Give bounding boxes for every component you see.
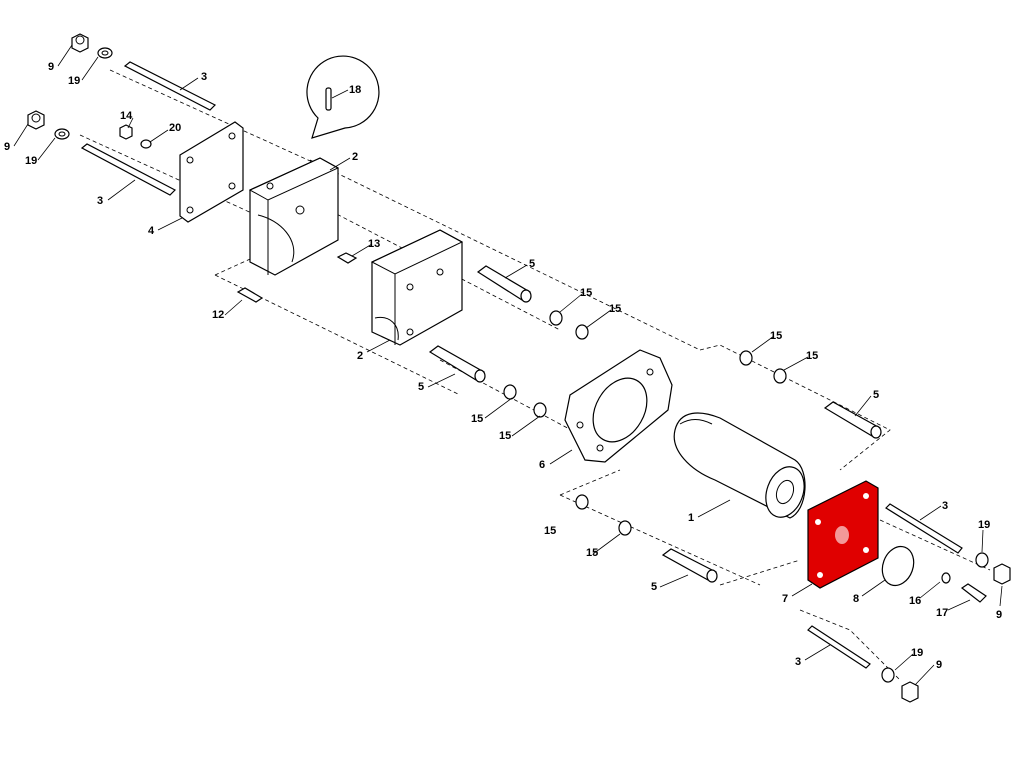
callout-15: 15 (586, 547, 598, 559)
washers-15 (503, 310, 787, 536)
callout-15: 15 (580, 287, 592, 299)
callout-9: 9 (936, 659, 942, 671)
callout-17: 17 (936, 607, 948, 619)
callout-8: 8 (853, 593, 859, 605)
callout-19: 19 (911, 647, 923, 659)
callout-5: 5 (651, 581, 657, 593)
part-bracket-2-upper[interactable] (248, 157, 340, 276)
callout-2: 2 (352, 151, 358, 163)
part-spacer-5-b[interactable] (428, 345, 486, 383)
part-rod-3-left[interactable] (80, 143, 177, 196)
part-plate-4[interactable] (179, 121, 244, 223)
callout-5: 5 (418, 381, 424, 393)
callout-18: 18 (349, 84, 361, 96)
part-spacer-5-d[interactable] (661, 548, 718, 583)
callout-1: 1 (688, 512, 694, 524)
callout-2: 2 (357, 350, 363, 362)
part-nut-9-right[interactable] (993, 563, 1011, 585)
part-nut-9-top[interactable] (71, 33, 89, 53)
callout-3: 3 (942, 500, 948, 512)
callout-15: 15 (471, 413, 483, 425)
part-rod-3-right[interactable] (885, 503, 963, 554)
callout-16: 16 (909, 595, 921, 607)
part-washer-20[interactable] (140, 139, 152, 149)
callout-9: 9 (996, 609, 1002, 621)
part-spacer-5-a[interactable] (476, 265, 532, 303)
callout-15: 15 (544, 525, 556, 537)
part-cylinder-1[interactable] (673, 412, 811, 523)
part-screw-13[interactable] (336, 252, 358, 264)
part-screw-12[interactable] (236, 287, 264, 303)
callout-15: 15 (499, 430, 511, 442)
callout-19: 19 (978, 519, 990, 531)
part-plate-7-highlighted[interactable] (807, 480, 879, 589)
callout-14: 14 (120, 110, 133, 122)
part-nut-9-left[interactable] (27, 110, 45, 130)
callout-5: 5 (873, 389, 879, 401)
callout-3: 3 (201, 71, 207, 83)
part-nut-9-bottom[interactable] (901, 681, 919, 703)
callout-19: 19 (68, 75, 80, 87)
callout-3: 3 (795, 656, 801, 668)
part-washer-16[interactable] (941, 572, 951, 584)
part-rod-3-bottom[interactable] (807, 625, 871, 669)
part-washer-19-bottom[interactable] (881, 667, 895, 683)
part-disc-8[interactable] (877, 542, 919, 590)
callout-4: 4 (148, 225, 155, 237)
detail-bubble-18 (306, 55, 380, 139)
part-bracket-2-lower[interactable] (370, 229, 464, 346)
callout-15: 15 (806, 350, 818, 362)
callout-7: 7 (782, 593, 788, 605)
callout-5: 5 (529, 258, 535, 270)
callout-3: 3 (97, 195, 103, 207)
callout-12: 12 (212, 309, 224, 321)
callout-15: 15 (770, 330, 782, 342)
callout-13: 13 (368, 238, 380, 250)
part-screw-17[interactable] (960, 583, 987, 603)
callout-20: 20 (169, 122, 181, 134)
callout-6: 6 (539, 459, 545, 471)
part-nut-14[interactable] (119, 124, 133, 140)
callout-9: 9 (48, 61, 54, 73)
part-flange-6[interactable] (564, 349, 673, 463)
callout-9: 9 (4, 141, 10, 153)
part-spacer-5-c[interactable] (823, 401, 882, 439)
part-washer-19-left[interactable] (54, 128, 70, 140)
part-washer-19-right[interactable] (975, 552, 989, 568)
part-washer-19-top[interactable] (97, 47, 113, 59)
callout-labels: 9 19 3 9 19 14 20 3 4 18 2 13 12 2 5 15 … (4, 61, 1002, 671)
callout-15: 15 (609, 303, 621, 315)
callout-19: 19 (25, 155, 37, 167)
part-rod-3-top[interactable] (123, 61, 217, 111)
